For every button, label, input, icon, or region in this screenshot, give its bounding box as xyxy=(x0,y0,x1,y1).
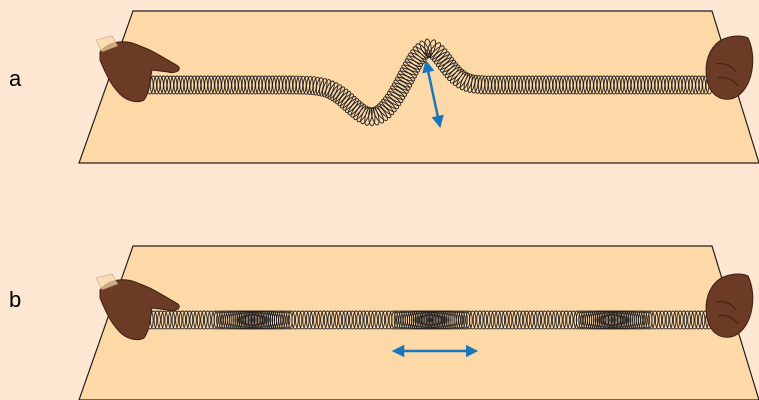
slinky-wave-diagram xyxy=(0,0,759,400)
